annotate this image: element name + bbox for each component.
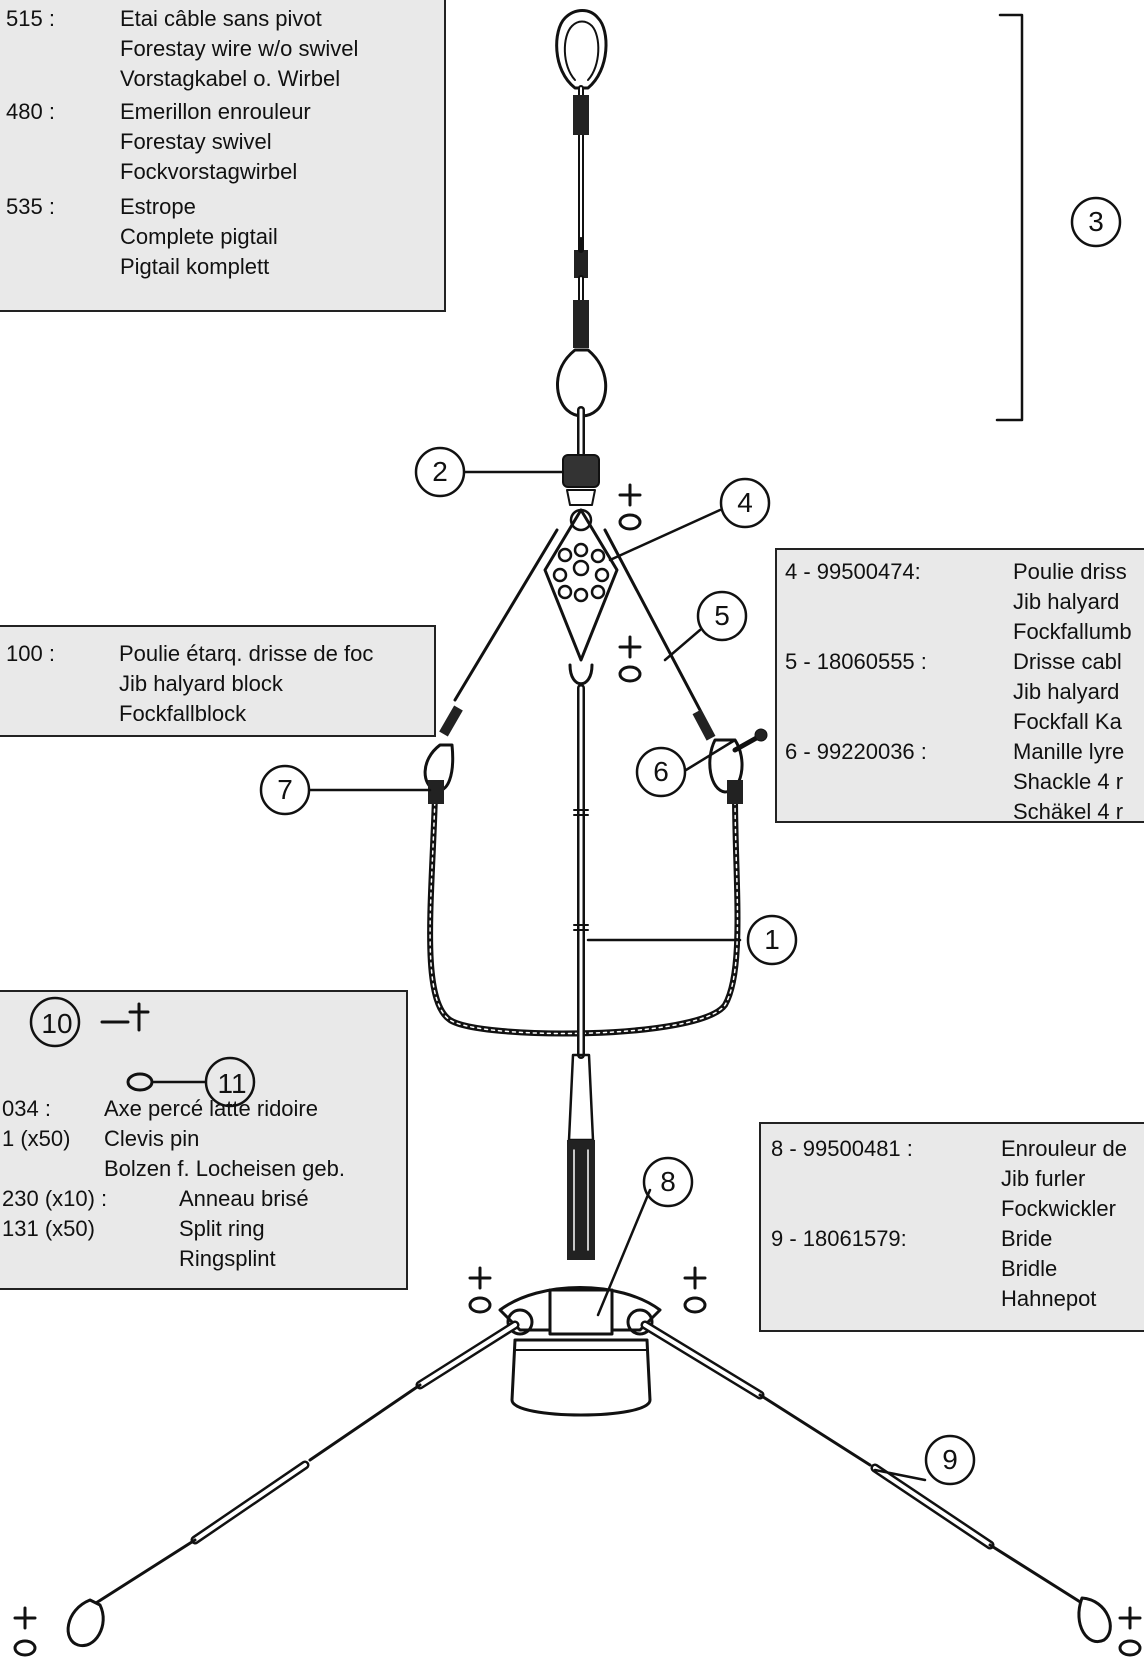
turnbuckle (567, 1053, 595, 1142)
part-desc: Fockfall Ka (1013, 709, 1122, 734)
callout-4: 4 (737, 487, 753, 518)
part-code: 8 - 99500481 : (771, 1136, 913, 1161)
shackle-6 (708, 738, 744, 794)
callout-11: 11 (217, 1068, 247, 1099)
callout-1: 1 (764, 924, 780, 955)
parts-box-top-left: 515 : Etai câble sans pivot Forestay wir… (0, 0, 446, 312)
callout-7: 7 (277, 774, 293, 805)
part-desc: Complete pigtail (120, 224, 278, 249)
part-desc: Shackle 4 r (1013, 769, 1124, 794)
callout-6: 6 (653, 756, 669, 787)
callout-10: 10 (41, 1008, 73, 1039)
part-desc: Hahnepot (1001, 1286, 1097, 1311)
pin-ring-symbol (13, 483, 1142, 1657)
part-code: 6 - 99220036 : (785, 739, 927, 764)
part-desc: Bride (1001, 1226, 1053, 1251)
bracket-3 (995, 13, 1024, 422)
part-code: 1 (x50) (2, 1126, 71, 1151)
part-desc: Clevis pin (104, 1126, 200, 1151)
swivel-2 (562, 454, 600, 488)
part-code: 034 : (2, 1096, 51, 1121)
part-desc: Forestay swivel (120, 129, 272, 154)
part-desc: Fockwickler (1001, 1196, 1116, 1221)
part-desc: Schäkel 4 r (1013, 799, 1124, 823)
part-desc: Poulie driss (1013, 559, 1127, 584)
furler-drum (510, 1338, 652, 1417)
parts-box-furler: 8 - 99500481 : Enrouleur de Jib furler F… (759, 1122, 1144, 1332)
part-code: 9 - 18061579: (771, 1226, 907, 1251)
block-4 (543, 508, 619, 662)
part-code: 4 - 99500474: (785, 559, 921, 584)
callout-5: 5 (714, 600, 730, 631)
halyard-left (453, 528, 559, 702)
part-desc: Jib halyard (1013, 589, 1120, 614)
part-code: 535 : (6, 194, 55, 219)
halyard-right (603, 528, 702, 712)
part-desc: Bolzen f. Locheisen geb. (104, 1156, 345, 1181)
part-desc: Enrouleur de (1001, 1136, 1127, 1161)
part-code: 100 : (6, 641, 55, 666)
parts-box-halyard: 4 - 99500474: Poulie driss Jib halyard F… (775, 548, 1144, 823)
part-desc: Split ring (179, 1216, 265, 1241)
part-desc: Jib halyard (1013, 679, 1120, 704)
part-desc: Pigtail komplett (120, 254, 270, 279)
part-code: 480 : (6, 99, 55, 124)
part-code: 515 : (6, 6, 55, 31)
part-desc: Fockfallblock (119, 701, 247, 726)
parts-box-block: 100 : Poulie étarq. drisse de foc Jib ha… (0, 625, 436, 737)
part-desc: Bridle (1001, 1256, 1058, 1281)
part-desc: Axe percé latte ridoire (104, 1096, 318, 1121)
callout-3: 3 (1088, 206, 1104, 237)
callout-9: 9 (942, 1444, 958, 1475)
part-desc: Jib furler (1001, 1166, 1086, 1191)
callout-8: 8 (660, 1166, 676, 1197)
part-desc: Jib halyard block (119, 671, 283, 696)
part-desc: Vorstagkabel o. Wirbel (120, 66, 341, 91)
part-desc: Ringsplint (179, 1246, 276, 1271)
parts-box-pins: 034 : 1 (x50) Axe percé latte ridoire Cl… (0, 990, 408, 1290)
part-desc: Fockvorstagwirbel (120, 159, 298, 184)
part-desc: Estrope (120, 194, 196, 219)
part-desc: Drisse cabl (1013, 649, 1122, 674)
part-desc: Emerillon enrouleur (120, 99, 311, 124)
part-code: 5 - 18060555 : (785, 649, 927, 674)
part-desc: Forestay wire w/o swivel (120, 36, 359, 61)
part-desc: Poulie étarq. drisse de foc (119, 641, 374, 666)
top-eye (555, 9, 608, 90)
part-code: 230 (x10) : (2, 1186, 108, 1211)
part-desc: Manille lyre (1013, 739, 1125, 764)
part-desc: Anneau brisé (179, 1186, 309, 1211)
part-desc: Etai câble sans pivot (120, 6, 322, 31)
callout-2: 2 (432, 456, 448, 487)
part-desc: Fockfallumb (1013, 619, 1132, 644)
part-code: 131 (x50) (2, 1216, 95, 1241)
